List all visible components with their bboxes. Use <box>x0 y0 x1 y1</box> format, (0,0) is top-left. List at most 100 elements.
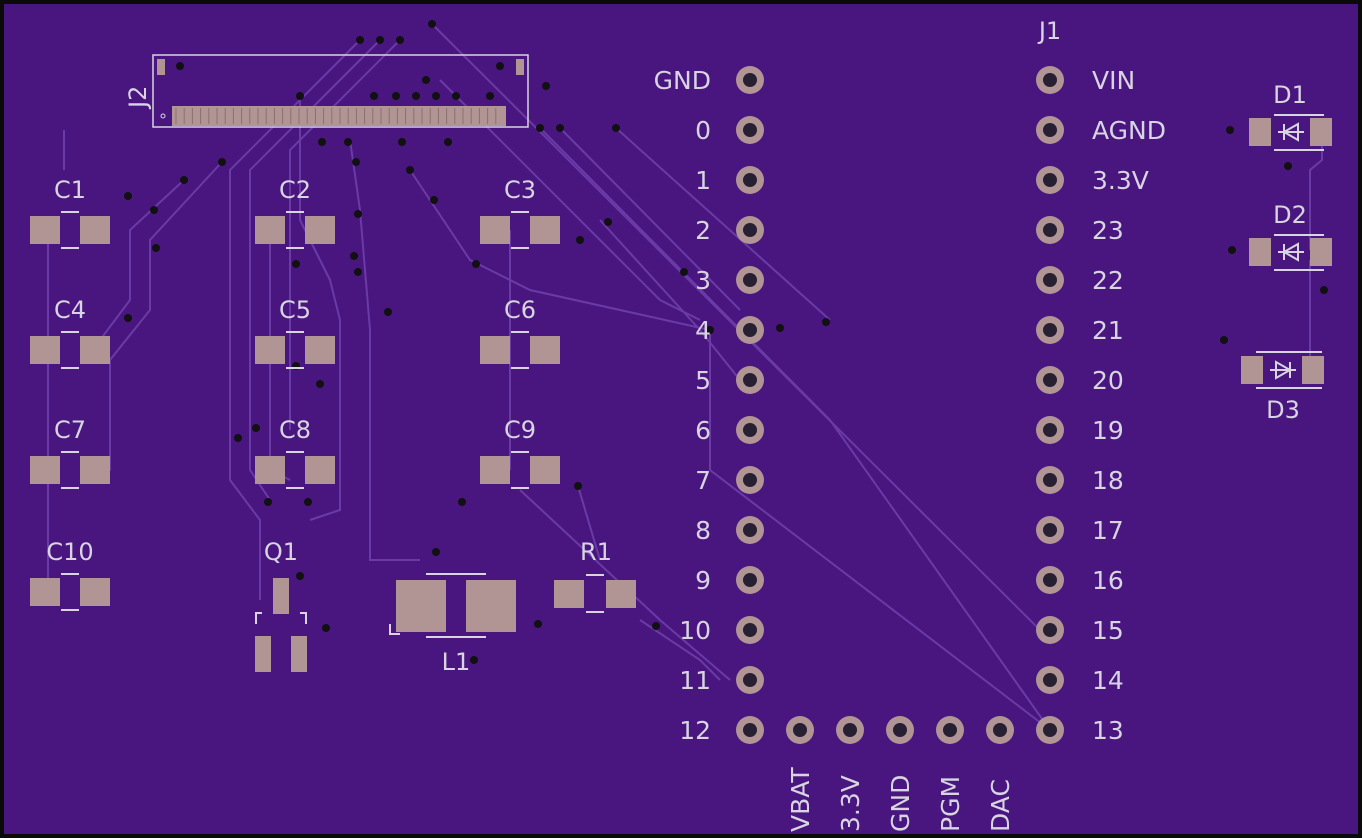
header-pad-right-hole <box>1043 473 1057 487</box>
header-pad-left-hole <box>743 723 757 737</box>
capacitor-pad <box>305 216 335 244</box>
capacitor-pad <box>530 216 560 244</box>
capacitor-pad <box>530 456 560 484</box>
capacitor-label: C7 <box>54 416 86 444</box>
header-pad-left-hole <box>743 73 757 87</box>
header-pad-left-hole <box>743 573 757 587</box>
capacitor-label: C3 <box>504 176 536 204</box>
capacitor: C10 <box>30 538 110 611</box>
capacitor-pad <box>305 336 335 364</box>
header-pad-right-hole <box>1043 73 1057 87</box>
r1-resistor: R1 <box>554 538 636 613</box>
header-pad-right-hole <box>1043 273 1057 287</box>
q1-label: Q1 <box>264 538 298 566</box>
capacitor-pad <box>255 456 285 484</box>
d1-label: D1 <box>1273 81 1307 109</box>
pin-label-bottom: VBAT <box>786 767 815 832</box>
capacitor: C3 <box>480 176 560 249</box>
vias <box>124 20 1328 664</box>
pin-label-right: 14 <box>1092 666 1124 695</box>
pin-label-left: 11 <box>679 666 711 695</box>
capacitor-pad <box>30 216 60 244</box>
header-pad-right-hole <box>1043 423 1057 437</box>
header-pad-bottom-hole <box>943 723 957 737</box>
d3-diode: D3 <box>1241 351 1324 424</box>
pin-label-right: 21 <box>1092 316 1124 345</box>
pin-label-left: 1 <box>695 166 711 195</box>
capacitor-pad <box>480 336 510 364</box>
j2-pin-row <box>172 106 506 126</box>
capacitor-label: C1 <box>54 176 86 204</box>
pin-label-right: 3.3V <box>1092 166 1149 195</box>
header-pad-left-hole <box>743 223 757 237</box>
header-pad-right-hole <box>1043 223 1057 237</box>
capacitor: C5 <box>255 296 335 369</box>
header-pad-left-hole <box>743 173 757 187</box>
capacitor-label: C5 <box>279 296 311 324</box>
header-pad-right-hole <box>1043 323 1057 337</box>
header-pad-left-hole <box>743 473 757 487</box>
header-pad-bottom-hole <box>893 723 907 737</box>
diodes: D1 D2 D3 <box>1241 81 1332 424</box>
j1-label: J1 <box>1037 17 1061 45</box>
pin-label-bottom: 3.3V <box>836 775 865 832</box>
j2-connector: J2 <box>124 54 529 128</box>
capacitor: C4 <box>30 296 110 369</box>
pin-label-right: 16 <box>1092 566 1124 595</box>
pin-label-right: 17 <box>1092 516 1124 545</box>
r1-label: R1 <box>580 538 612 566</box>
pin-label-left: 10 <box>679 616 711 645</box>
pin-label-left: 8 <box>695 516 711 545</box>
capacitor: C7 <box>30 416 110 489</box>
header-pad-left-hole <box>743 273 757 287</box>
pin-label-bottom: DAC <box>986 779 1015 832</box>
header-pad-right-hole <box>1043 723 1057 737</box>
capacitor-label: C8 <box>279 416 311 444</box>
capacitor-pad <box>30 456 60 484</box>
l1-inductor: L1 <box>389 573 516 676</box>
pin-label-left: 7 <box>695 466 711 495</box>
pin-label-left: 5 <box>695 366 711 395</box>
pin-label-right: AGND <box>1092 116 1166 145</box>
capacitor-pad <box>30 578 60 606</box>
capacitor: C2 <box>255 176 335 249</box>
pin-label-right: 22 <box>1092 266 1124 295</box>
q1-transistor: Q1 <box>255 538 307 672</box>
header-pad-left-hole <box>743 523 757 537</box>
header-pad-bottom-hole <box>793 723 807 737</box>
pin-label-bottom: PGM <box>936 776 965 832</box>
header-pad-bottom-hole <box>993 723 1007 737</box>
pin-label-left: 4 <box>695 316 711 345</box>
capacitor: C8 <box>255 416 335 489</box>
capacitor-pad <box>530 336 560 364</box>
header-pad-right-hole <box>1043 523 1057 537</box>
pin-label-right: 15 <box>1092 616 1124 645</box>
capacitor-pad <box>255 336 285 364</box>
capacitor-label: C6 <box>504 296 536 324</box>
pin-label-right: 20 <box>1092 366 1124 395</box>
header-pad-left-hole <box>743 623 757 637</box>
capacitor-label: C2 <box>279 176 311 204</box>
pin-label-left: GND <box>654 66 711 95</box>
l1-label: L1 <box>442 648 471 676</box>
d2-diode: D2 <box>1249 201 1332 271</box>
capacitor-label: C9 <box>504 416 536 444</box>
capacitor-label: C10 <box>46 538 93 566</box>
header-pad-left-hole <box>743 323 757 337</box>
capacitor: C9 <box>480 416 560 489</box>
header-pad-left-hole <box>743 123 757 137</box>
capacitor-pad <box>480 456 510 484</box>
pin-label-right: 13 <box>1092 716 1124 745</box>
pin-label-right: 19 <box>1092 416 1124 445</box>
pin-label-right: 18 <box>1092 466 1124 495</box>
header-pad-bottom-hole <box>843 723 857 737</box>
j2-label: J2 <box>124 86 152 110</box>
capacitor-pad <box>80 456 110 484</box>
d1-diode: D1 <box>1249 81 1332 151</box>
capacitor: C1 <box>30 176 110 249</box>
